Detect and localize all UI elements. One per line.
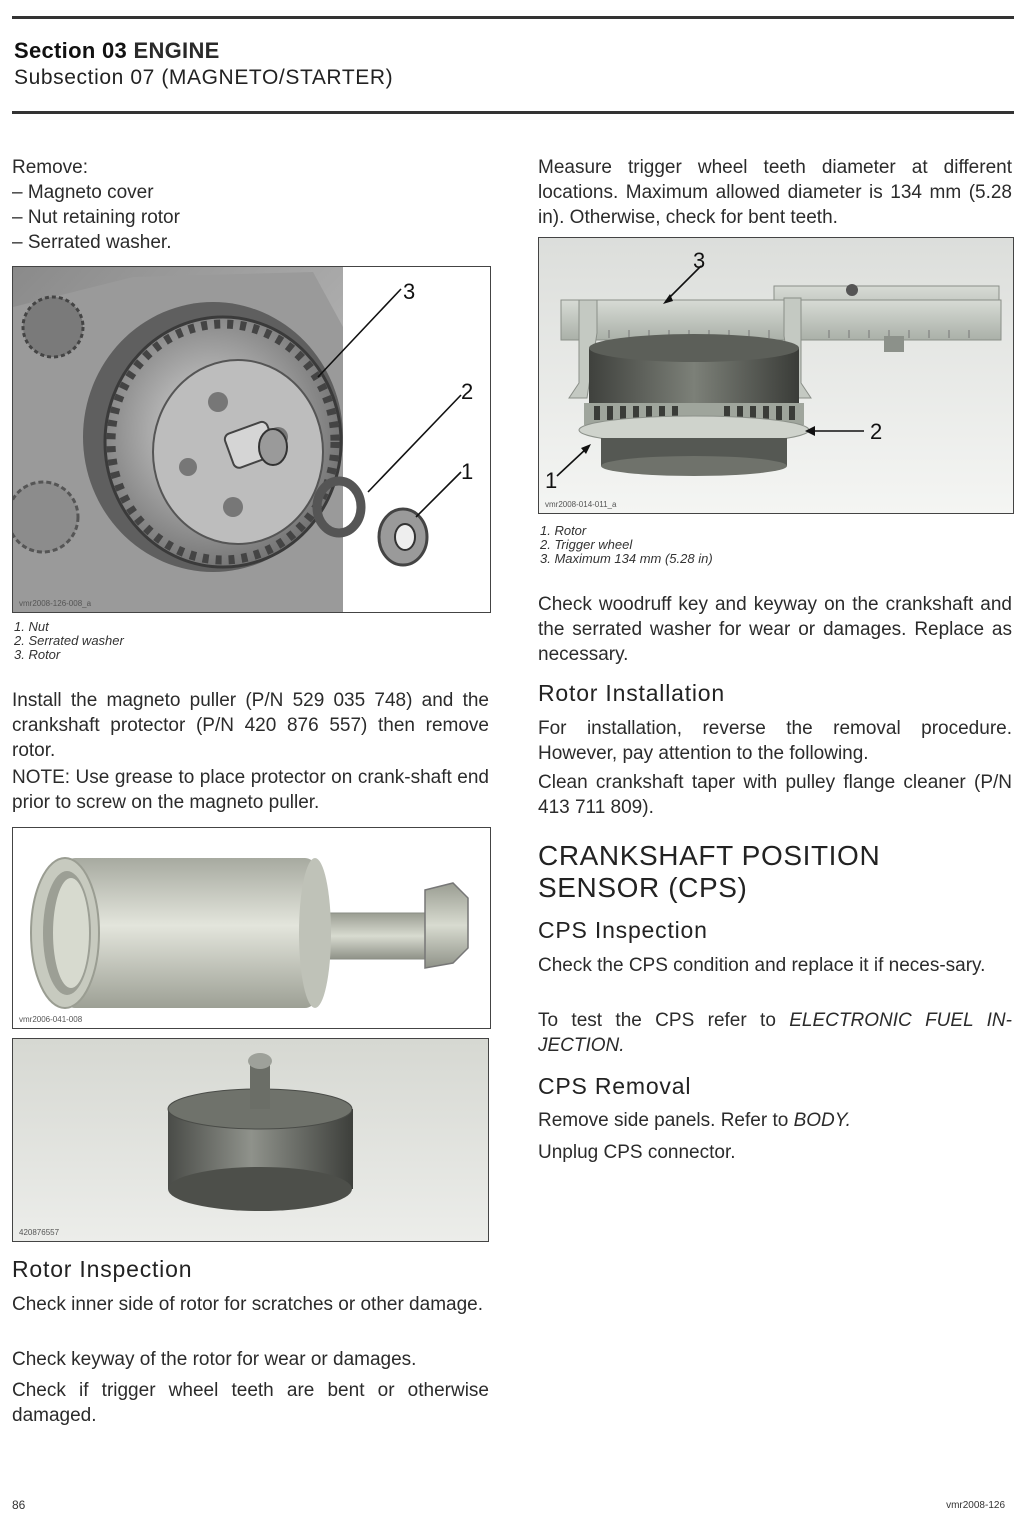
- crankshaft-protector-illustration: [13, 1039, 488, 1241]
- figure-legend: 1. Nut 2. Serrated washer 3. Rotor: [14, 620, 124, 662]
- figure-trigger-wheel-measure: 3 2 1 vmr2008-014-011_a: [538, 237, 1014, 514]
- cps-inspection-paragraph: Check the CPS condition and replace it i…: [538, 955, 986, 976]
- figure-code: vmr2006-041-008: [19, 1015, 83, 1024]
- figure-legend: 1. Rotor 2. Trigger wheel 3. Maximum 134…: [540, 524, 713, 566]
- rotor-inspection-heading: Rotor Inspection: [12, 1256, 193, 1282]
- callout-leader-1: [415, 471, 462, 518]
- measure-paragraph: Measure trigger wheel teeth diameter at …: [538, 157, 1012, 228]
- callout-3: 3: [693, 248, 705, 273]
- list-item: Serrated washer.: [12, 230, 492, 255]
- rotor-installation-para-1: For installation, reverse the removal pr…: [538, 718, 1012, 764]
- legend-item: 3. Rotor: [14, 647, 61, 662]
- cps-unplug-paragraph: Unplug CPS connector.: [538, 1142, 736, 1163]
- remove-intro: Remove:: [12, 157, 89, 178]
- page-number: 86: [12, 1498, 26, 1512]
- rotor-inspection-para-3: Check if trigger wheel teeth are bent or…: [12, 1380, 489, 1426]
- callout-2: 2: [870, 419, 882, 444]
- cps-test-reference: ELECTRONIC FUEL IN-JECTION.: [538, 1010, 1012, 1056]
- install-paragraph: Install the magneto puller (P/N 529 035 …: [12, 690, 489, 761]
- callout-1: 1: [461, 459, 473, 484]
- legend-item: 2. Serrated washer: [14, 633, 124, 648]
- figure-crankshaft-protector: 420876557: [12, 1038, 489, 1242]
- caliper-measurement-illustration: 3 2 1: [539, 238, 1013, 513]
- subsection-title: Subsection 07 (MAGNETO/STARTER): [14, 66, 394, 89]
- rotor-inspection-para-2: Check keyway of the rotor for wear or da…: [12, 1349, 417, 1370]
- figure-rotor-removal: 3 2 1 vmr2008-126-008_a: [12, 266, 491, 613]
- figure-code: vmr2008-014-011_a: [545, 500, 617, 509]
- note-paragraph: NOTE: Use grease to place protector on c…: [12, 767, 489, 813]
- remove-list-block: Remove: Magneto cover Nut retaining roto…: [12, 155, 492, 255]
- list-item: Magneto cover: [12, 180, 492, 205]
- remove-list: Magneto cover Nut retaining rotor Serrat…: [12, 180, 492, 255]
- figure-magneto-puller: vmr2006-041-008: [12, 827, 491, 1029]
- cps-removal-paragraph: Remove side panels. Refer to BODY.: [538, 1108, 1012, 1133]
- callout-1: 1: [545, 468, 557, 493]
- legend-item: 1. Nut: [14, 619, 49, 634]
- callout-leader-3: [666, 265, 702, 301]
- callout-leader-3: [317, 288, 402, 378]
- rotor-inspection-para-1: Check inner side of rotor for scratches …: [12, 1294, 484, 1315]
- cps-section-heading: CRANKSHAFT POSITION SENSOR (CPS): [538, 840, 881, 903]
- legend-item: 3. Maximum 134 mm (5.28 in): [540, 551, 713, 566]
- callout-3: 3: [403, 279, 415, 304]
- rotor-installation-para-2: Clean crankshaft taper with pulley flang…: [538, 772, 1012, 818]
- cps-removal-heading: CPS Removal: [538, 1073, 692, 1099]
- rotor-installation-heading: Rotor Installation: [538, 680, 725, 706]
- cps-inspection-heading: CPS Inspection: [538, 917, 708, 943]
- section-title: Section 03 ENGINE: [14, 38, 220, 63]
- figure-code: 420876557: [19, 1228, 60, 1237]
- header-rule-bottom: [12, 111, 1014, 114]
- rotor-removal-illustration: 3 2 1: [13, 267, 490, 612]
- header-rule-top: [12, 16, 1014, 19]
- callout-leader-2: [367, 394, 462, 493]
- cps-removal-reference: BODY.: [793, 1110, 851, 1131]
- cps-test-text: To test the CPS refer to: [538, 1010, 790, 1031]
- cps-test-paragraph: To test the CPS refer to ELECTRONIC FUEL…: [538, 1008, 1012, 1058]
- callout-2: 2: [461, 379, 473, 404]
- callout-leader-1: [556, 447, 588, 477]
- magneto-puller-illustration: [13, 828, 490, 1028]
- document-code: vmr2008-126: [946, 1500, 1005, 1511]
- legend-item: 2. Trigger wheel: [540, 537, 633, 552]
- woodruff-paragraph: Check woodruff key and keyway on the cra…: [538, 594, 1012, 665]
- cps-removal-text: Remove side panels. Refer to: [538, 1110, 794, 1131]
- list-item: Nut retaining rotor: [12, 205, 492, 230]
- figure-code: vmr2008-126-008_a: [19, 599, 92, 608]
- legend-item: 1. Rotor: [540, 523, 587, 538]
